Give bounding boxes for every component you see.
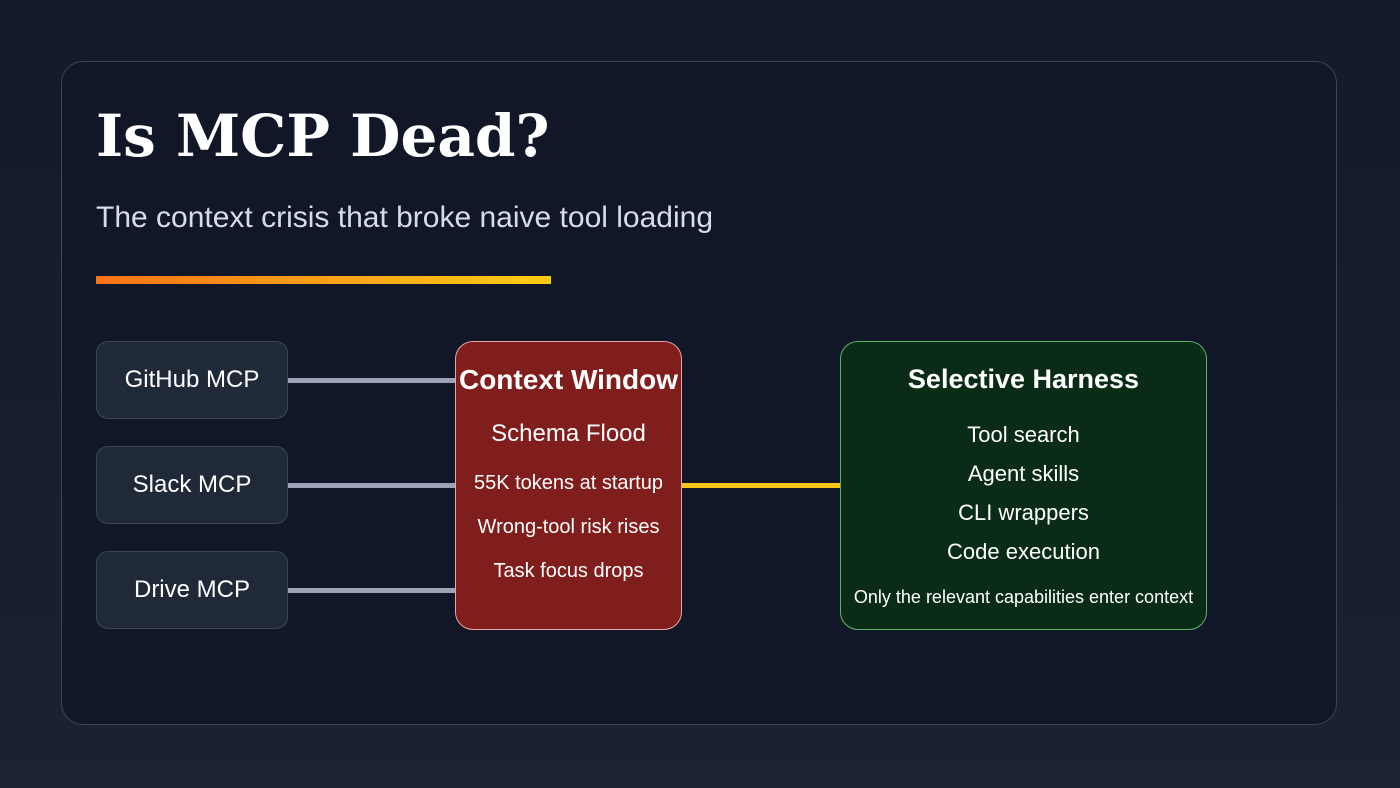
harness-note: Only the relevant capabilities enter con… [853,587,1194,607]
context-window-item: Task focus drops [493,560,644,582]
harness-item: Tool search [967,422,1080,447]
harness-item: CLI wrappers [958,500,1089,525]
slide-title: Is MCP Dead? [96,102,550,170]
selective-harness-box: Selective Harness Tool search Agent skil… [840,341,1207,630]
context-window-item: 55K tokens at startup [473,472,663,494]
context-window-box: Context Window Schema Flood 55K tokens a… [455,341,682,630]
connector-context-harness [681,483,841,488]
source-node-slack: Slack MCP [96,446,288,524]
source-node-drive: Drive MCP [96,551,288,629]
harness-item: Code execution [947,539,1100,564]
source-node-github: GitHub MCP [96,341,288,419]
harness-item: Agent skills [967,461,1080,486]
context-window-item: Wrong-tool risk rises [477,516,660,538]
context-window-subtitle: Schema Flood [491,420,646,447]
connector-github-context [288,378,456,383]
context-window-title: Context Window [458,364,679,395]
connector-drive-context [288,588,456,593]
slide-subtitle: The context crisis that broke naive tool… [96,201,714,234]
connector-slack-context [288,483,456,488]
selective-harness-title: Selective Harness [907,364,1140,394]
accent-divider [96,276,551,284]
